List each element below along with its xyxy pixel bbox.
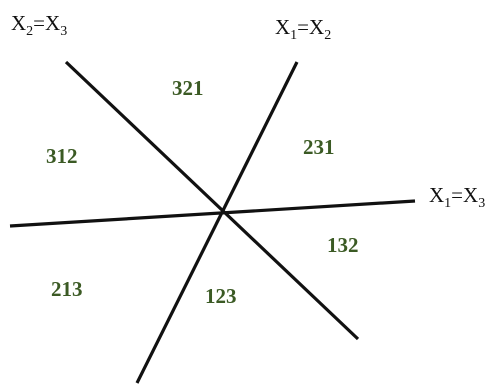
label-x1-eq-x3: X1=X3 [429,183,485,211]
region-label-132: 132 [327,233,359,257]
label-x1-eq-x2: X1=X2 [275,15,331,43]
label-x2-eq-x3: X2=X3 [11,11,67,39]
region-label-231: 231 [303,135,335,159]
line-x1-eq-x3 [9,199,416,228]
region-label-312: 312 [46,144,78,168]
region-label-123: 123 [205,284,237,308]
region-label-213: 213 [51,277,83,301]
line-x2-eq-x3 [64,60,360,341]
line-x1-eq-x2 [135,61,299,384]
region-label-321: 321 [172,76,204,100]
